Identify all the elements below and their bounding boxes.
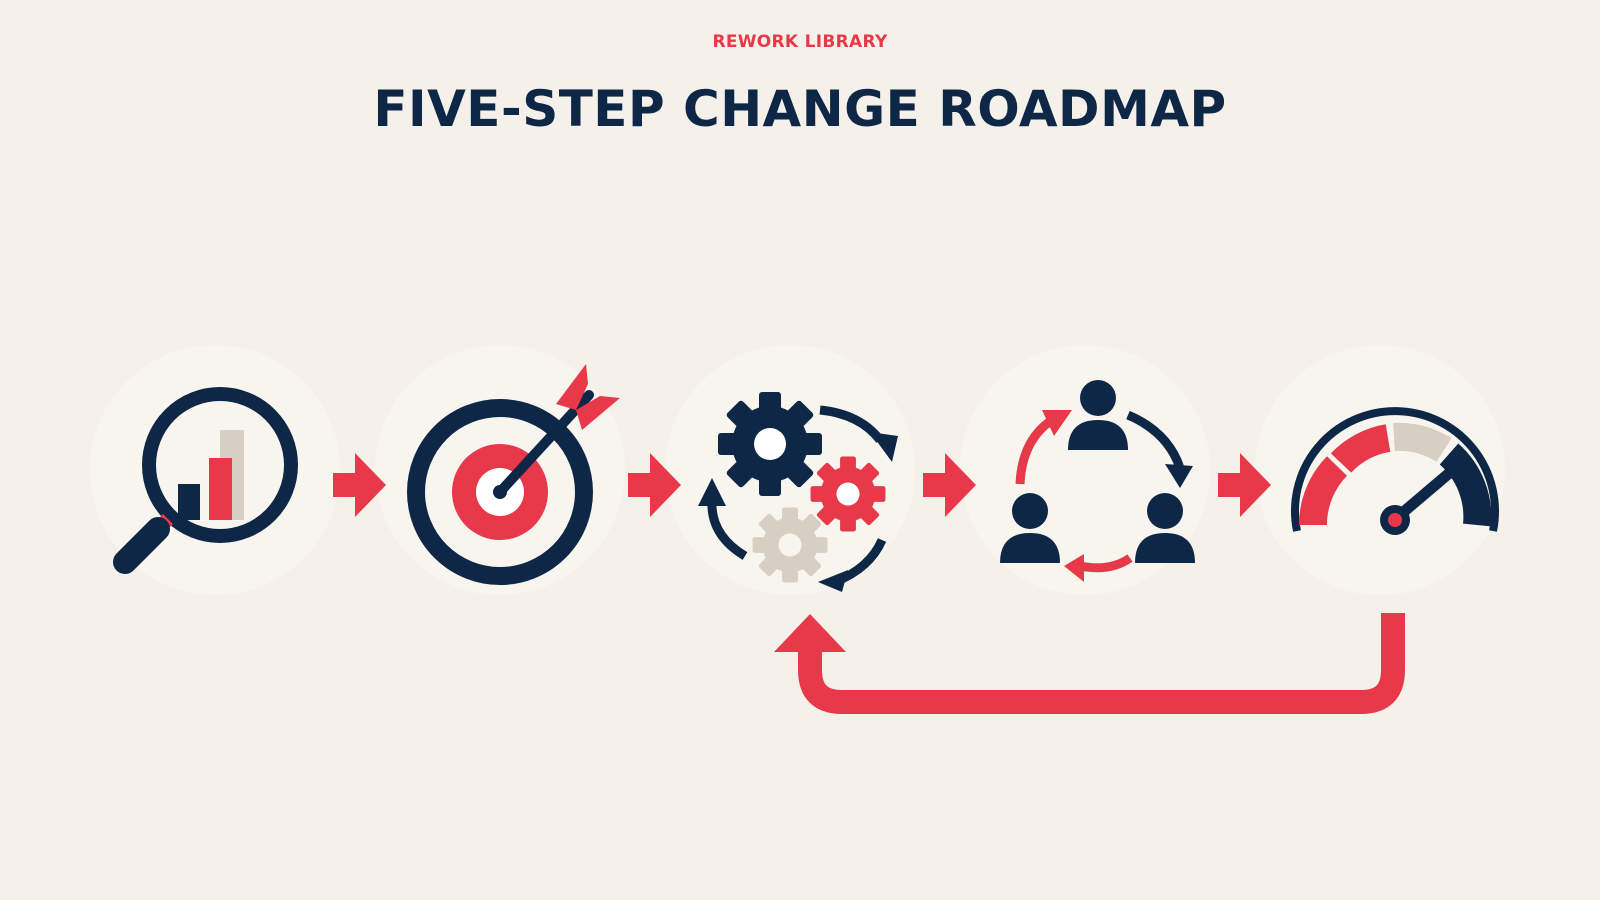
step-disc	[1255, 345, 1505, 595]
eyebrow-label: REWORK LIBRARY	[712, 32, 888, 52]
people-cycle-icon	[1000, 380, 1195, 582]
magnifier-bar-chart-icon	[113, 387, 298, 574]
arrow-right-icon	[923, 453, 976, 517]
gears-cycle-icon	[698, 392, 898, 592]
arrow-right-icon	[1218, 453, 1271, 517]
arrow-right-icon	[333, 453, 386, 517]
gear-beige-icon	[752, 507, 828, 583]
gear-red-icon	[810, 456, 886, 532]
step-disc	[960, 345, 1210, 595]
speedometer-gauge-icon	[1291, 407, 1499, 535]
page-title: FIVE-STEP CHANGE ROADMAP	[373, 80, 1227, 138]
feedback-loop-arrow-icon	[774, 613, 1405, 714]
gear-navy-icon	[718, 392, 822, 496]
person-icon	[1135, 493, 1195, 563]
target-arrow-icon	[407, 364, 620, 585]
person-icon	[1000, 493, 1060, 563]
person-icon	[1068, 380, 1128, 450]
arrow-right-icon	[628, 453, 681, 517]
step-backgrounds	[90, 345, 1505, 595]
